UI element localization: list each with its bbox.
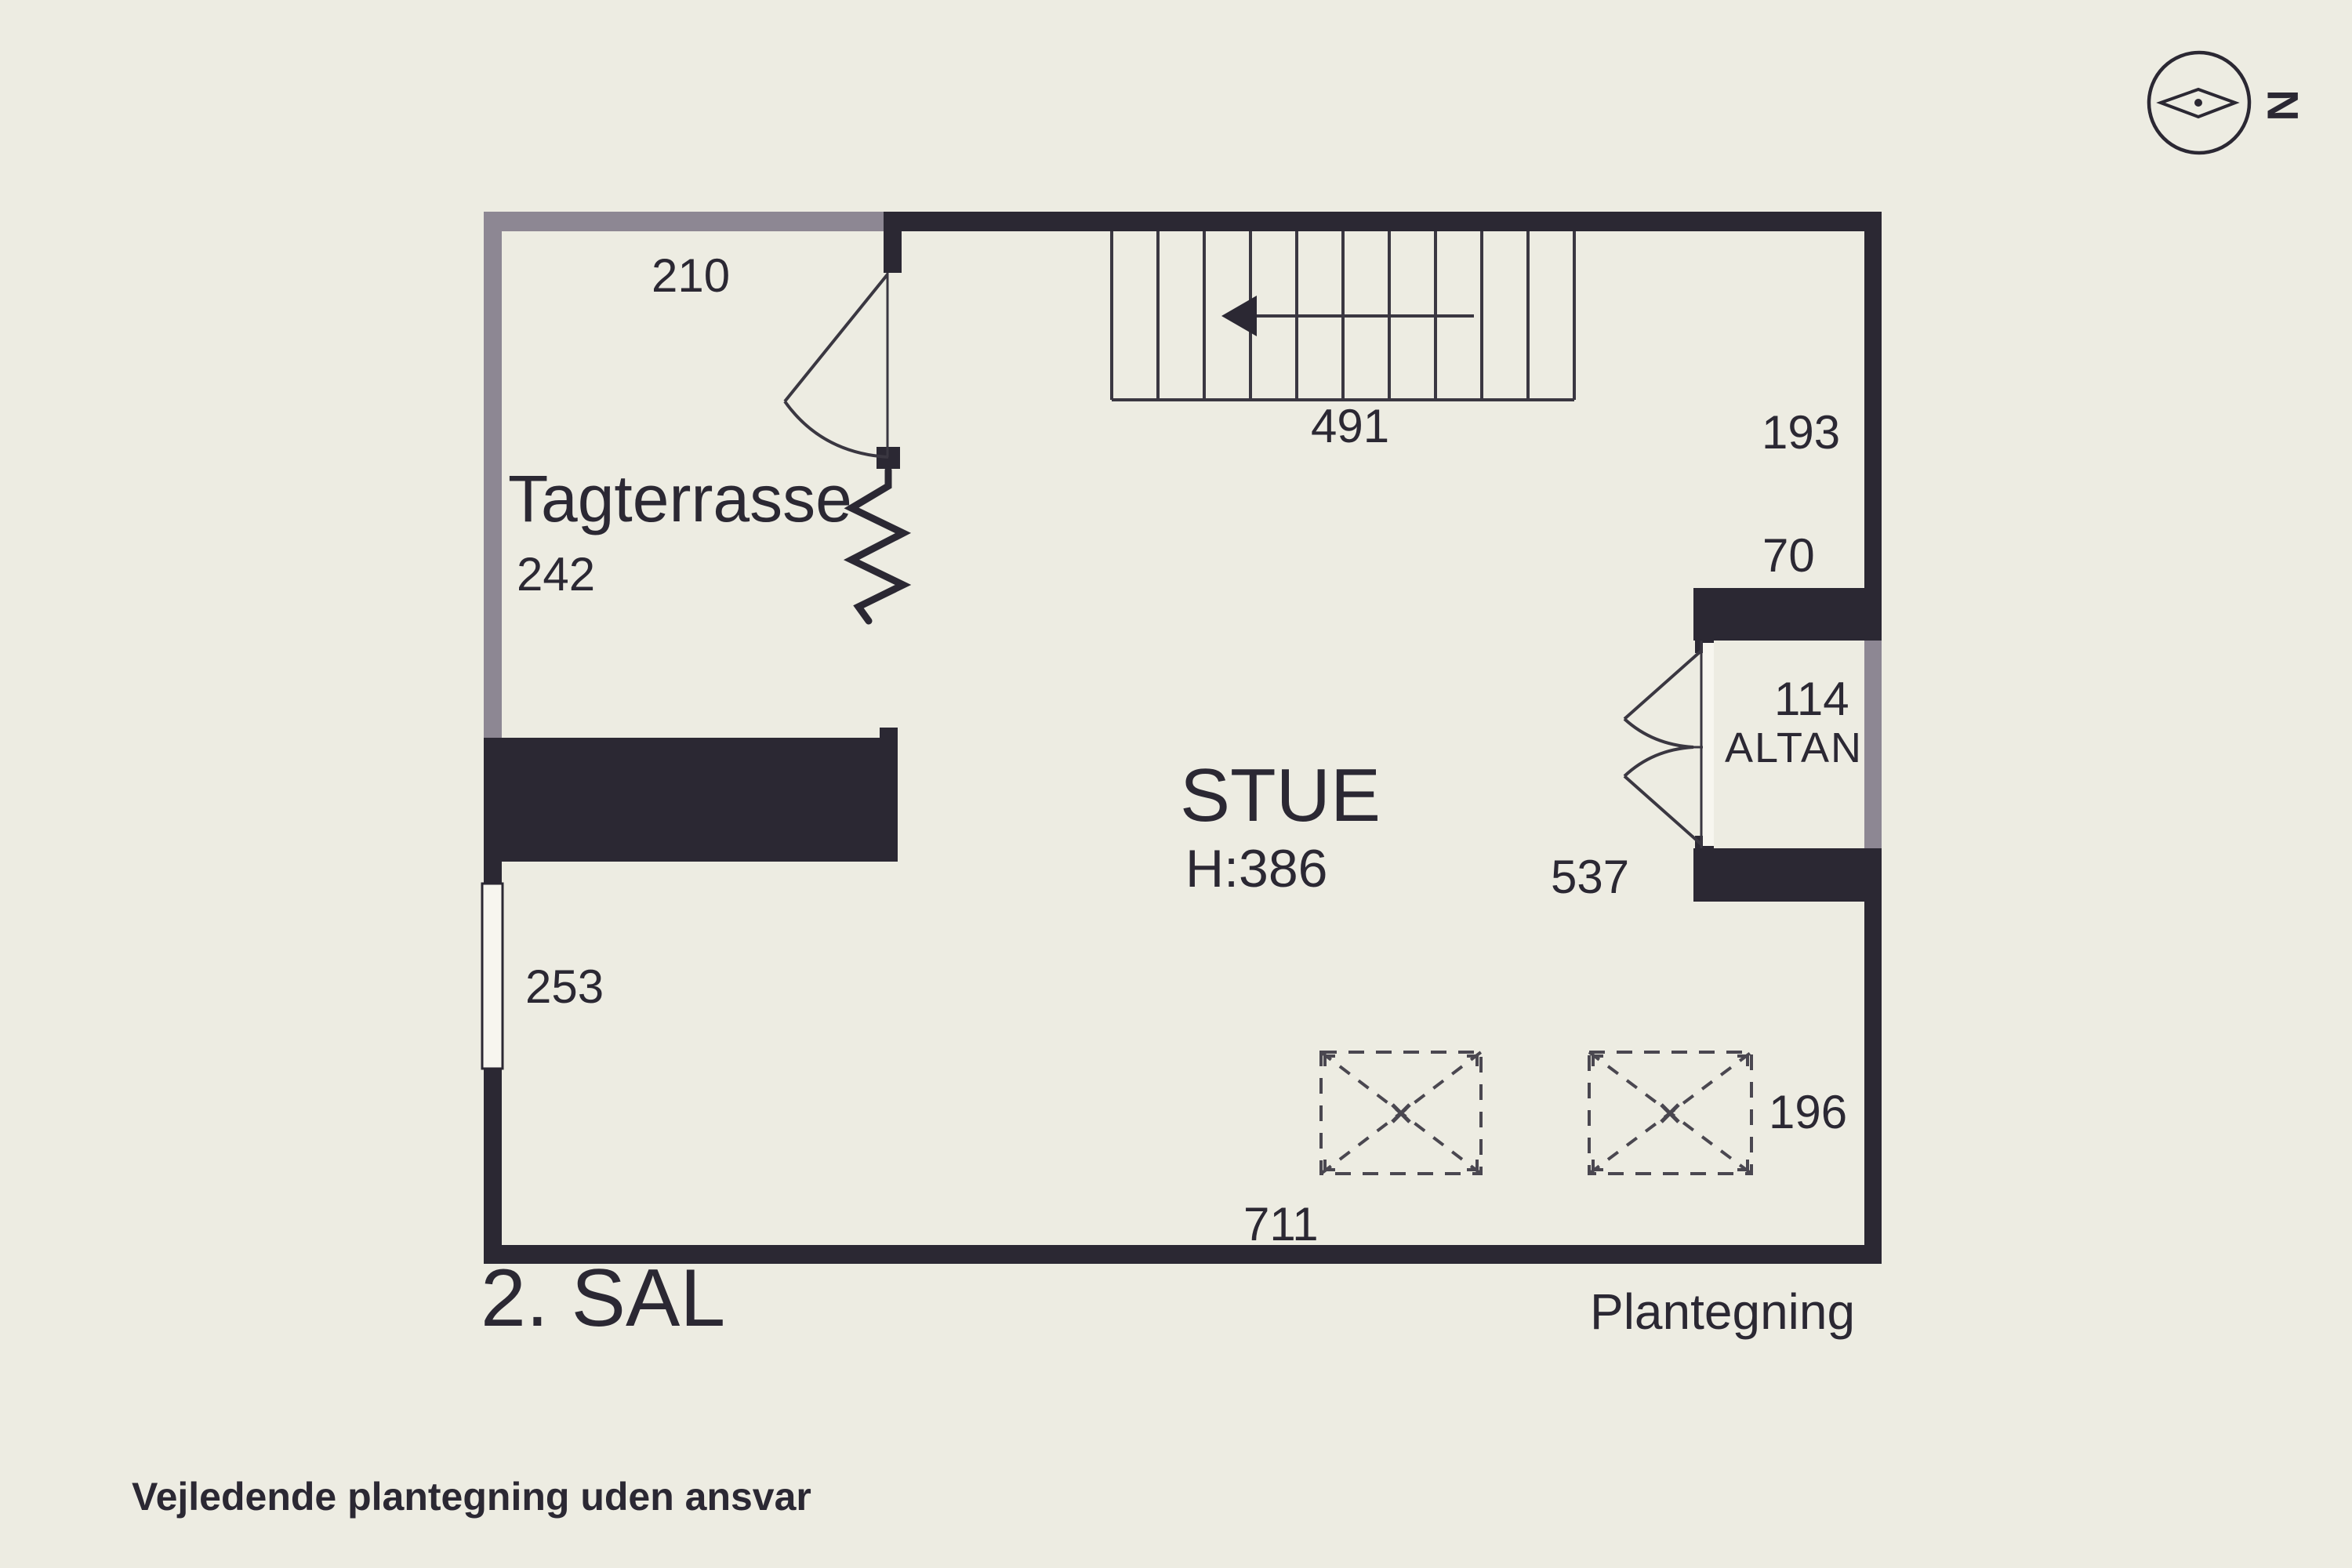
- balcony-double-doors: [1623, 649, 1703, 846]
- wall-break-zigzag: [843, 466, 912, 625]
- dimension-window-left: 253: [525, 960, 604, 1013]
- skylight-2: [1588, 1051, 1753, 1175]
- dimension-balcony-stub: 70: [1762, 529, 1815, 582]
- room-label-stue: STUE: [1180, 753, 1381, 837]
- compass-north-letter: N: [2258, 89, 2308, 122]
- terrace-door: [783, 273, 889, 459]
- exterior-walls: [484, 212, 1882, 1264]
- stair-direction-arrow: [1221, 296, 1474, 336]
- dimension-skylights: 196: [1769, 1086, 1848, 1138]
- skylight-1: [1319, 1051, 1483, 1175]
- compass-icon: [2147, 50, 2252, 155]
- floor-title: 2. SAL: [481, 1253, 726, 1344]
- dimension-balcony-doors: 537: [1551, 851, 1630, 903]
- dimension-balcony-area: 114: [1774, 673, 1849, 725]
- room-ceiling-height: H:386: [1185, 839, 1328, 898]
- dimension-terrace-door: 210: [652, 249, 731, 302]
- dimension-wall-right-upper: 193: [1762, 406, 1841, 459]
- terrace-railing-walls: [484, 212, 1882, 848]
- dimension-wall-bottom: 711: [1243, 1198, 1319, 1250]
- room-label-tagterrasse: Tagterrasse: [508, 462, 852, 535]
- room-label-altan: ALTAN: [1725, 724, 1864, 771]
- dimension-terrace-width: 242: [517, 548, 596, 601]
- dimension-stairs-width: 491: [1311, 400, 1390, 452]
- window-left: [481, 882, 504, 1070]
- disclaimer-text: Vejledende plantegning uden ansvar: [132, 1475, 811, 1519]
- drawing-type-label: Plantegning: [1590, 1283, 1856, 1340]
- balcony-door-opening: [1700, 641, 1714, 848]
